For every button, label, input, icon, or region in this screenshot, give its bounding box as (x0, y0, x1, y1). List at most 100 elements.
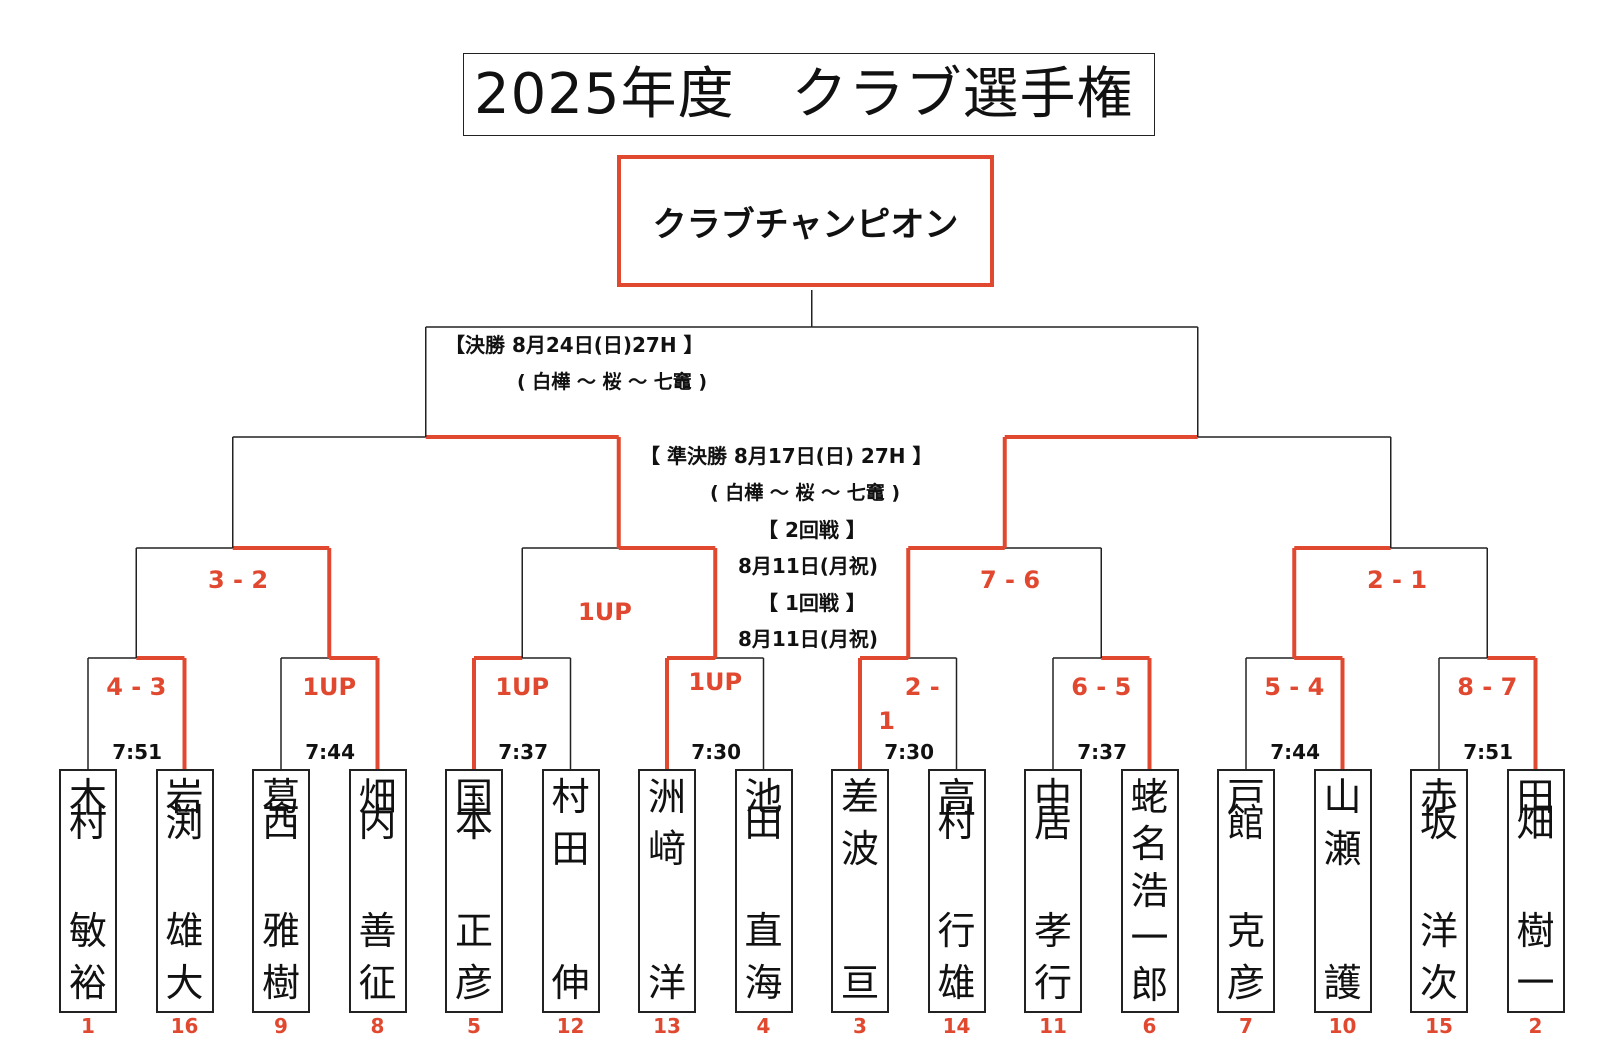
player-seed: 10 (1328, 1014, 1357, 1038)
player-name-char: 国 (454, 775, 493, 819)
player-name-char: 正 (454, 909, 493, 953)
player-name-char: 村 (551, 775, 590, 819)
round2-date: 8月11日(月祝) (738, 554, 879, 578)
player-name-char: 中 (1033, 775, 1072, 819)
player-name-box: 戸館克彦 (1217, 769, 1275, 1013)
player-name-char: 田 (551, 827, 590, 871)
player-name-box: 畑内善征 (348, 769, 407, 1013)
player-name-char: 一 (1130, 916, 1169, 960)
player-seed: 1 (81, 1014, 95, 1038)
player-name-char: 行 (1033, 961, 1072, 1005)
player-name-char: 居 (1033, 801, 1072, 845)
player-name-box: 蛯名浩一郎 (1120, 769, 1179, 1013)
player-name-char: 蛯 (1130, 775, 1169, 819)
player-name-box: 差波亘 (831, 769, 889, 1013)
player-name-char: 樹 (1516, 909, 1555, 953)
player-name-char: 孝 (1033, 909, 1072, 953)
player-name-char: 差 (840, 775, 879, 819)
player-name-box: 村田伸 (541, 769, 600, 1013)
player-name-char: 村 (68, 801, 107, 845)
player-name-char: 田 (1516, 775, 1555, 819)
player-name-char: 葛 (261, 775, 300, 819)
player-name-char: 洋 (1419, 909, 1458, 953)
player-seed: 15 (1425, 1014, 1453, 1038)
player-name-char: 高 (937, 775, 976, 819)
player-name-char: 護 (1323, 961, 1362, 1005)
champion-box: クラブチャンピオン (617, 155, 994, 287)
player-name-char: 洲 (647, 775, 686, 819)
player-name-char: 直 (744, 909, 783, 953)
player-name-box: 池田直海 (734, 769, 793, 1013)
player-name-char: 樹 (261, 961, 300, 1005)
player-name-char: 西 (261, 801, 300, 845)
round1-score: 1UP (495, 673, 550, 701)
player-name-char: 名 (1130, 822, 1169, 866)
round2-label: 【 2回戦 】 (758, 518, 866, 542)
round1-score: 2 - (904, 673, 940, 701)
player-seed: 7 (1239, 1014, 1253, 1038)
player-seed: 9 (274, 1014, 288, 1038)
player-name-char: 克 (1226, 909, 1265, 953)
player-name-char: 善 (358, 909, 397, 953)
round1-tee-time: 7:51 (1463, 740, 1513, 764)
round1-tee-time: 7:30 (884, 740, 934, 764)
player-name-char: 﨑 (647, 827, 686, 871)
player-seed: 14 (942, 1014, 971, 1038)
round1-tee-time: 7:44 (1270, 740, 1320, 764)
final-label: 【決勝 8月24日(日)27H 】 (445, 333, 704, 357)
player-seed: 12 (556, 1014, 585, 1038)
player-name-char: 池 (744, 775, 783, 819)
player-name-char: 行 (937, 909, 976, 953)
round2-score: 2 - 1 (1367, 566, 1428, 594)
round1-tee-time: 7:51 (112, 740, 162, 764)
player-seed: 13 (653, 1014, 681, 1038)
player-name-box: 赤坂洋次 (1410, 769, 1468, 1013)
player-name-char: 大 (165, 961, 204, 1005)
player-name-char: 雅 (261, 909, 300, 953)
player-name-char: 郎 (1130, 963, 1169, 1007)
player-name-char: 敏 (68, 909, 107, 953)
player-name-char: 村 (937, 801, 976, 845)
player-name-char: 海 (744, 961, 783, 1005)
round2-score: 1UP (578, 598, 632, 626)
player-seed: 5 (467, 1014, 481, 1038)
player-name-char: 山 (1323, 775, 1362, 819)
player-name-char: 木 (68, 775, 107, 819)
round1-score: 4 - 3 (106, 673, 167, 701)
player-name-char: 亘 (840, 961, 879, 1005)
player-name-char: 岩 (165, 775, 204, 819)
player-seed: 8 (370, 1014, 385, 1038)
player-name-char: 館 (1226, 801, 1265, 845)
round1-score: 5 - 4 (1264, 673, 1325, 701)
player-name-char: 浩 (1130, 869, 1169, 913)
player-name-box: 木村敏裕 (59, 769, 117, 1013)
player-name-char: 雄 (165, 909, 204, 953)
round1-score: 6 - 5 (1071, 673, 1132, 701)
player-name-char: 洋 (647, 961, 686, 1005)
player-name-box: 中居孝行 (1024, 769, 1082, 1013)
player-seed: 11 (1039, 1014, 1067, 1038)
round2-score: 7 - 6 (980, 566, 1041, 594)
player-name-char: 伸 (551, 961, 590, 1005)
final-course: ( 白樺 ～ 桜 ～ 七竈 ) (517, 371, 708, 393)
player-name-char: 戸 (1226, 775, 1265, 819)
player-name-char: 内 (358, 801, 397, 845)
champion-label: クラブチャンピオン (652, 204, 959, 245)
player-name-char: 裕 (68, 961, 107, 1005)
round1-tee-time: 7:44 (305, 740, 355, 764)
title-box: 2025年度 クラブ選手権 (463, 53, 1155, 136)
player-seed: 3 (853, 1014, 867, 1038)
round1-score: 1 (878, 707, 895, 735)
player-name-char: 波 (840, 827, 879, 871)
player-seed: 6 (1142, 1014, 1157, 1038)
player-name-char: 田 (744, 801, 783, 845)
player-name-char: 雄 (937, 961, 976, 1005)
round1-score: 8 - 7 (1457, 673, 1518, 701)
player-name-char: 一 (1516, 961, 1555, 1005)
round1-label: 【 1回戦 】 (758, 591, 866, 615)
player-name-char: 彦 (454, 961, 493, 1005)
player-seed: 2 (1528, 1014, 1543, 1038)
player-name-char: 彦 (1226, 961, 1265, 1005)
